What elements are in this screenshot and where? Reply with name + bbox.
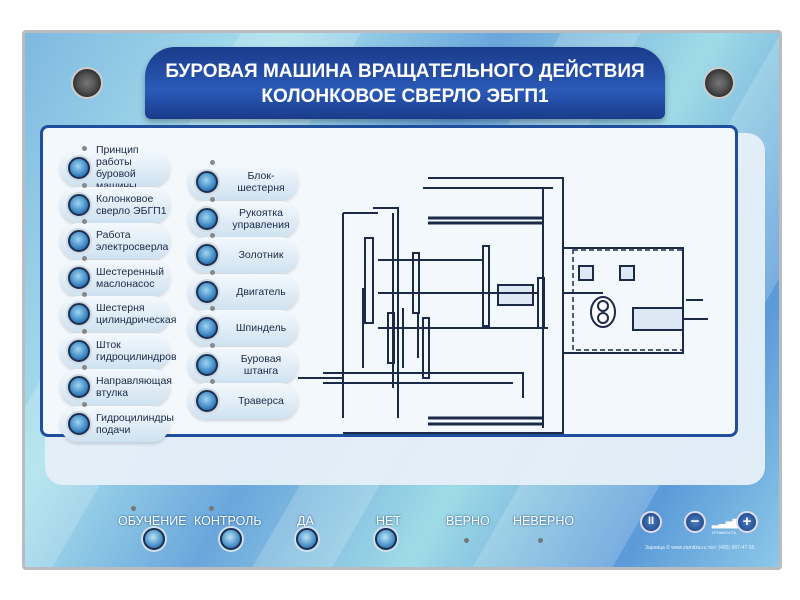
- indicator-button-icon: [196, 390, 218, 412]
- component-label: Рукоятка управления: [232, 206, 290, 231]
- indicator-button-icon: [196, 317, 218, 339]
- component-label: Направляющая втулка: [96, 375, 172, 399]
- component-label: Буровая штанга: [240, 352, 282, 377]
- indicator-button-icon: [196, 207, 218, 230]
- component-label: Гидроцилиндры подачи: [96, 411, 174, 436]
- component-label: Траверса: [238, 395, 284, 407]
- status-dot: [82, 182, 87, 188]
- indicator-button-icon: [68, 412, 90, 435]
- volume-up-button[interactable]: +: [736, 511, 758, 533]
- indicator-button-icon: [68, 266, 90, 289]
- indicator-button-icon: [196, 171, 218, 193]
- component-label: Колонковое сверло ЭБГП1: [96, 192, 167, 217]
- component-button[interactable]: Двигатель: [188, 273, 298, 310]
- component-button[interactable]: Шестеренный маслонасос: [60, 259, 170, 296]
- label-no: НЕТ: [376, 514, 401, 528]
- indicator-button-icon: [68, 193, 90, 216]
- component-label: Золотник: [238, 249, 284, 261]
- component-button[interactable]: Шток гидроцилиндров: [60, 332, 177, 369]
- component-button[interactable]: Золотник: [188, 237, 298, 273]
- status-dot: [82, 365, 87, 370]
- status-dot: [82, 401, 87, 407]
- label-learn: ОБУЧЕНИЕ: [118, 514, 187, 528]
- indicator-button-icon: [196, 353, 218, 376]
- label-incorrect: НЕВЕРНО: [513, 514, 575, 528]
- component-label: Блок-шестерня: [237, 170, 285, 194]
- component-button[interactable]: Траверса: [188, 383, 298, 419]
- label-control: КОНТРОЛЬ: [194, 514, 262, 528]
- indicator-button-icon: [68, 303, 90, 325]
- component-button[interactable]: Рукоятка управления: [188, 200, 298, 237]
- incorrect-indicator: [538, 538, 543, 543]
- component-label: Двигатель: [236, 285, 286, 298]
- indicator-button-icon: [196, 244, 218, 266]
- volume-label: ГРОМКОСТЬ: [712, 530, 737, 535]
- yes-button[interactable]: [296, 528, 318, 550]
- volume-bars-icon: ▂▃▅▇: [712, 518, 740, 528]
- control-button[interactable]: [220, 528, 242, 550]
- left-speaker: [71, 67, 103, 99]
- status-dot: [210, 233, 215, 238]
- component-button[interactable]: Принцип работы буровой машины: [60, 144, 170, 192]
- status-dot: [210, 160, 215, 165]
- indicator-button-icon: [68, 157, 90, 179]
- label-yes: ДА: [297, 514, 314, 528]
- component-label: Шток гидроцилиндров: [96, 338, 177, 363]
- component-label: Работа электросверла: [96, 229, 169, 253]
- component-label: Шестерня цилиндрическая: [96, 302, 177, 326]
- status-dot: [82, 219, 87, 224]
- status-dot: [82, 328, 87, 334]
- component-label: Шпиндель: [235, 322, 287, 334]
- status-dot: [210, 342, 215, 348]
- indicator-button-icon: [196, 280, 218, 303]
- volume-down-button[interactable]: −: [684, 511, 706, 533]
- indicator-button-icon: [68, 230, 90, 252]
- status-dot: [82, 255, 87, 261]
- status-dot: [210, 379, 215, 384]
- indicator-button-icon: [68, 376, 90, 398]
- component-button[interactable]: Блок-шестерня: [188, 164, 298, 200]
- component-button[interactable]: Шпиндель: [188, 310, 298, 346]
- component-button[interactable]: Направляющая втулка: [60, 369, 172, 405]
- status-dot: [210, 306, 215, 311]
- correct-indicator: [464, 538, 469, 543]
- indicator-button-icon: [68, 339, 90, 362]
- status-dot: [210, 196, 215, 202]
- machine-schematic: [298, 177, 708, 434]
- learn-button[interactable]: [143, 528, 165, 550]
- diagram-area: Принцип работы буровой машиныКолонковое …: [40, 125, 738, 442]
- component-button[interactable]: Буровая штанга: [188, 346, 298, 383]
- right-speaker: [703, 67, 735, 99]
- status-dot: [210, 269, 215, 275]
- component-button[interactable]: Гидроцилиндры подачи: [60, 405, 174, 442]
- status-dot: [82, 292, 87, 297]
- component-button[interactable]: Шестерня цилиндрическая: [60, 296, 176, 332]
- no-button[interactable]: [375, 528, 397, 550]
- component-button[interactable]: Колонковое сверло ЭБГП1: [60, 186, 170, 223]
- label-correct: ВЕРНО: [446, 514, 490, 528]
- component-label: Шестеренный маслонасос: [96, 265, 164, 290]
- component-button[interactable]: Работа электросверла: [60, 223, 170, 259]
- status-dot: [82, 146, 87, 151]
- pause-button[interactable]: II: [640, 511, 662, 533]
- footer-credits: Зарница © www.zarnitza.ru тел: (495) 987…: [645, 545, 755, 551]
